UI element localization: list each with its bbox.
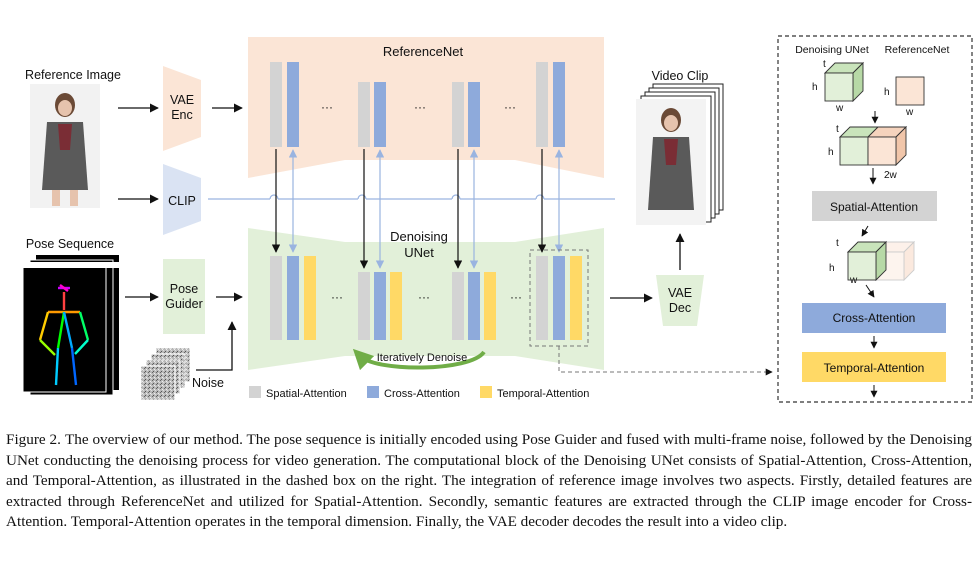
iterative-denoise-arrow <box>352 348 486 371</box>
referencenet-background <box>248 37 604 178</box>
figure-caption: Figure 2.The overview of our method. The… <box>6 430 972 533</box>
cube1-w: w <box>835 103 844 114</box>
reference-image <box>30 84 100 208</box>
detail-temporal-attention <box>802 352 946 382</box>
unet-label-line1: Denoising <box>390 229 448 244</box>
clip-label: CLIP <box>168 194 196 208</box>
cube2-t: t <box>836 124 839 135</box>
detail-temporal-attention-label: Temporal-Attention <box>824 361 925 375</box>
dashed-link-to-detail <box>558 346 773 376</box>
cube3-h: h <box>829 263 835 274</box>
detail-denoising-unet-label: Denoising UNet <box>795 44 869 56</box>
reference-image-label: Reference Image <box>25 68 121 82</box>
cube2-2w: 2w <box>884 170 898 181</box>
vae-dec-line1: VAE <box>668 286 692 300</box>
refnet-ellipsis-1: ··· <box>321 100 333 114</box>
arrow-noise-to-unet <box>196 321 237 371</box>
caption-text: The overview of our method. The pose seq… <box>6 431 973 531</box>
arrow-spatial-to-cube3 <box>861 225 869 237</box>
vae-dec-line2: Dec <box>669 301 691 315</box>
pose-sequence-frames <box>19 255 119 396</box>
clip-encoder-block <box>163 164 201 235</box>
vae-enc-line1: VAE <box>170 93 194 107</box>
pose-guider-line2: Guider <box>165 297 203 311</box>
detail-cross-attention <box>802 303 946 333</box>
method-overview-figure: ReferenceNet Denoising UNet Reference Im… <box>19 35 973 403</box>
clip-to-cross-attention-arrows <box>288 149 564 269</box>
noise-label: Noise <box>192 376 224 390</box>
clip-feature-line <box>208 194 615 200</box>
legend-swatch-cross <box>367 386 379 398</box>
referencenet-label: ReferenceNet <box>383 44 464 59</box>
unet-ellipsis-3: ··· <box>510 290 522 304</box>
refnet-ellipsis-2: ··· <box>414 100 426 114</box>
noise-frames <box>140 347 191 401</box>
spatial-output-cube <box>846 240 916 282</box>
unet-blocks <box>270 256 582 340</box>
vae-decoder-block <box>656 275 704 326</box>
legend: Spatial-Attention Cross-Attention Tempor… <box>249 386 589 400</box>
legend-label-temporal: Temporal-Attention <box>497 388 589 400</box>
detail-spatial-attention-label: Spatial-Attention <box>830 200 918 214</box>
legend-label-cross: Cross-Attention <box>384 388 460 400</box>
cube2-h: h <box>828 147 834 158</box>
refnet-ellipsis-3: ··· <box>504 100 516 114</box>
cube1-h: h <box>812 82 818 93</box>
detail-spatial-attention <box>812 191 937 221</box>
detail-cross-attention-label: Cross-Attention <box>833 311 916 325</box>
legend-label-spatial: Spatial-Attention <box>266 388 347 400</box>
refnet-to-unet-arrows <box>271 149 547 269</box>
square-h: h <box>884 87 890 98</box>
arrow-to-cross <box>865 284 875 298</box>
square-w: w <box>905 107 914 118</box>
cube3-t: t <box>836 238 839 249</box>
unet-ellipsis-2: ··· <box>418 290 430 304</box>
pose-guider-block <box>163 259 205 334</box>
unet-ellipsis-1: ··· <box>331 290 343 304</box>
unet-background <box>248 228 604 370</box>
video-clip-frames <box>636 83 724 225</box>
legend-swatch-spatial <box>249 386 261 398</box>
video-clip-label: Video Clip <box>652 69 709 83</box>
iterative-denoise-label: Iteratively Denoise <box>377 352 468 364</box>
pose-sequence-label: Pose Sequence <box>26 237 114 251</box>
vae-encoder-block <box>163 66 201 151</box>
concatenated-feature-cube <box>838 125 908 167</box>
legend-swatch-temporal <box>480 386 492 398</box>
caption-label: Figure 2. <box>6 431 61 448</box>
cube1-t: t <box>823 59 826 70</box>
vae-enc-line2: Enc <box>171 108 193 122</box>
reference-feature-square <box>895 76 925 106</box>
cube3-w: w <box>849 275 858 286</box>
referencenet-blocks <box>270 62 565 147</box>
unet-feature-cube <box>823 61 865 103</box>
unet-label-line2: UNet <box>404 245 434 260</box>
pose-guider-line1: Pose <box>170 282 199 296</box>
detail-referencenet-label: ReferenceNet <box>885 44 950 56</box>
